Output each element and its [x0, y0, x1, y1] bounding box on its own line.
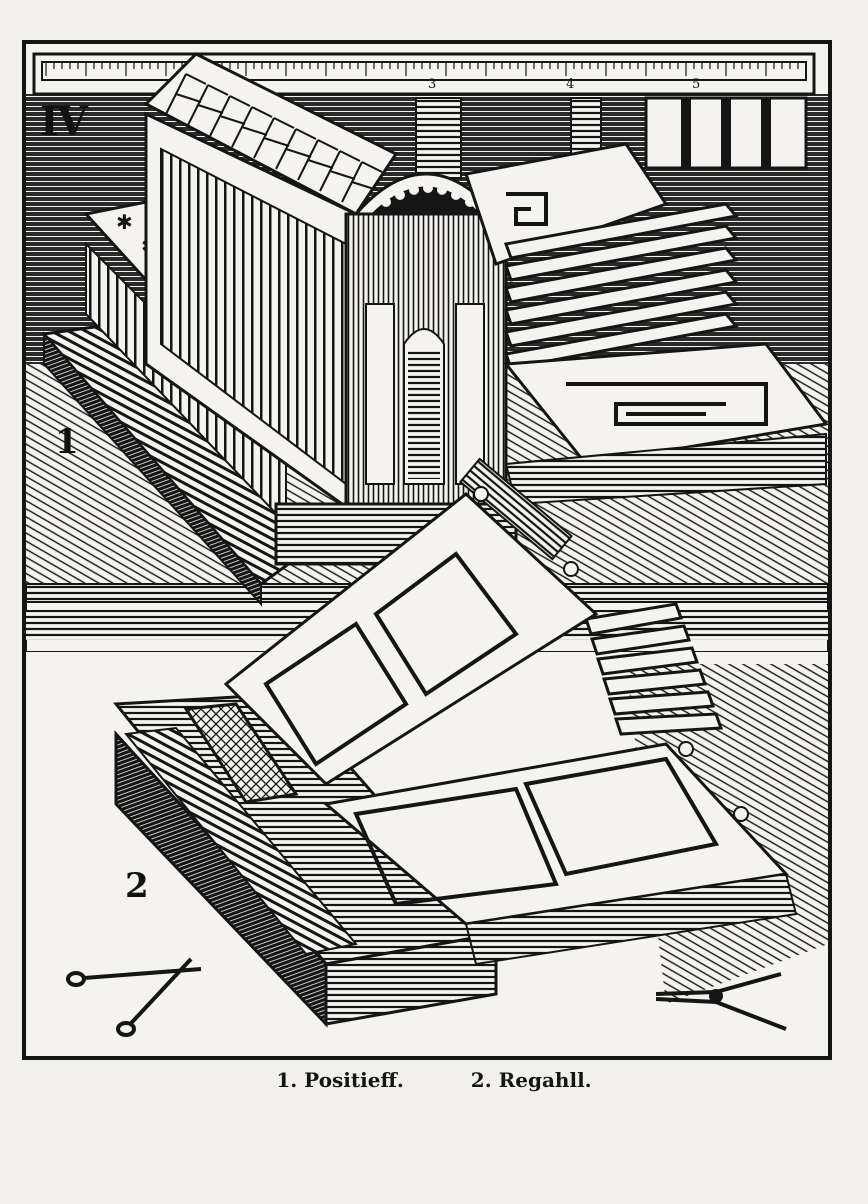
pliers-tool: [655, 972, 787, 1031]
woodcut-illustration: 3 4 5 ✱✱✱✱✱✱✱✱: [26, 52, 828, 1056]
ornament-star-icon: ✱: [116, 210, 133, 234]
caption-item-1: 1. Positieff.: [276, 1068, 404, 1092]
ruler-label-3: 3: [428, 77, 436, 92]
caption: 1. Positieff. 2. Regahll.: [0, 1068, 868, 1092]
plate-number: IV: [40, 98, 88, 145]
ruler-label-5: 5: [692, 77, 700, 92]
figure-2-label: 2: [125, 866, 149, 906]
regal-instrument: [113, 457, 798, 1028]
organ-bellows: [464, 142, 828, 506]
caption-item-2: 2. Regahll.: [470, 1068, 592, 1092]
ruler-label-4: 4: [566, 77, 574, 92]
pillar: [415, 97, 462, 179]
figure-1-label: 1: [55, 422, 79, 462]
woodcut-frame: 3 4 5 ✱✱✱✱✱✱✱✱: [22, 40, 832, 1060]
tool-left: [66, 957, 202, 1037]
